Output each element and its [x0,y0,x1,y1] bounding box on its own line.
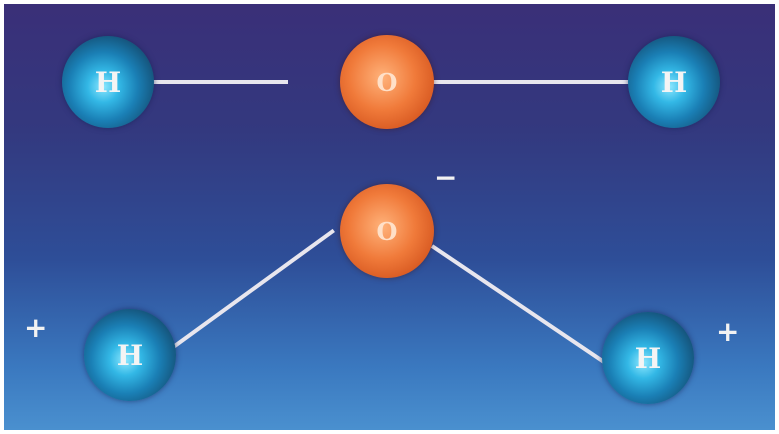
bent-left-hydrogen-atom: H [84,309,176,401]
molecule-diagram: H O H O H H − + + [4,4,775,430]
left-positive-charge-label: + [24,314,47,342]
linear-right-hydrogen-atom: H [628,36,720,128]
negative-charge-label: − [434,164,457,192]
linear-oxygen-atom: O [340,35,434,129]
right-positive-charge-label: + [716,318,739,346]
bent-bond-right [431,244,607,365]
linear-left-hydrogen-atom: H [62,36,154,128]
bent-right-hydrogen-atom: H [602,312,694,404]
bent-bond-left [171,229,335,350]
bent-oxygen-atom: O [340,184,434,278]
